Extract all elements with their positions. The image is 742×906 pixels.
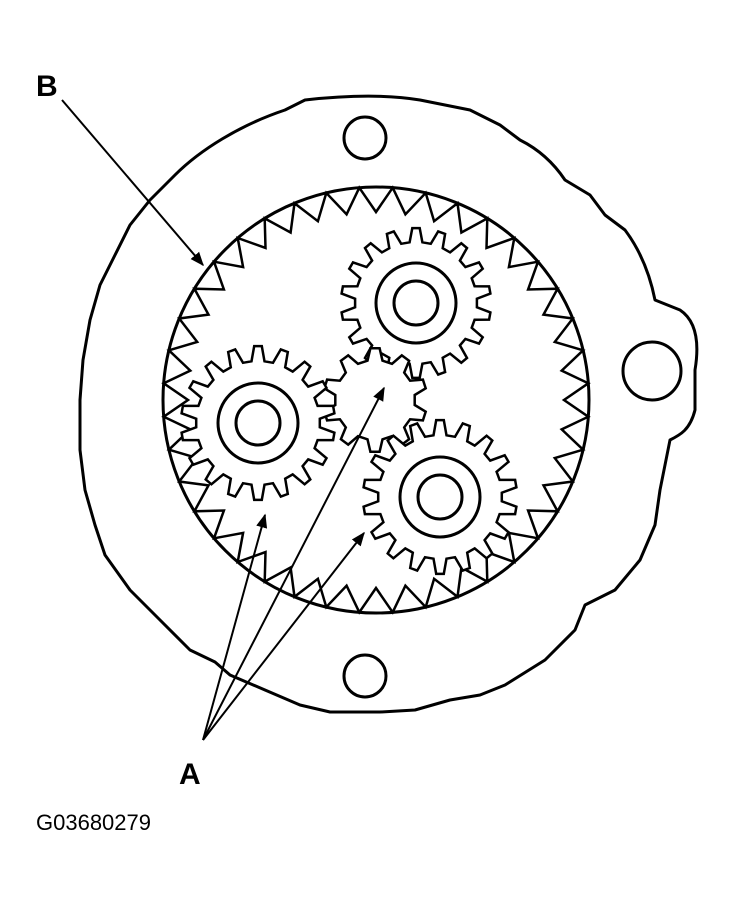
- planet-gear-top: [340, 226, 492, 380]
- figure-id: G03680279: [36, 810, 151, 835]
- planet-gear-left: [180, 344, 336, 502]
- planet-gear-right: [362, 418, 518, 576]
- callout-label-a: A: [179, 758, 201, 791]
- housing-plate: [78, 94, 699, 714]
- callout-label-b: B: [36, 70, 58, 103]
- leader-line-a-left: [202, 513, 268, 741]
- leader-line-b: [61, 99, 204, 267]
- ring-gear-teeth: [161, 185, 591, 615]
- mounting-hole-top: [342, 115, 388, 161]
- leader-line-a-right: [202, 531, 365, 741]
- ring-gear: [161, 185, 591, 615]
- leader-line-a-center: [202, 386, 385, 741]
- mounting-hole-bottom: [342, 653, 388, 699]
- mounting-hole-right: [621, 340, 683, 402]
